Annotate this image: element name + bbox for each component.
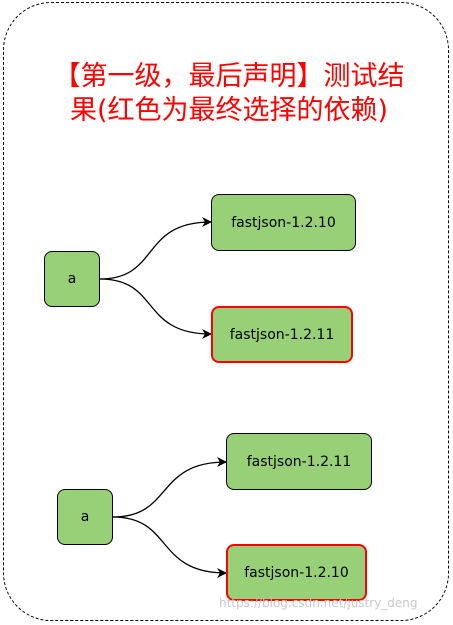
dashed-container	[3, 2, 449, 621]
node-fastjson-1-2-11-top: fastjson-1.2.11	[226, 433, 372, 490]
node-fastjson-1-2-11-selected: fastjson-1.2.11	[211, 306, 353, 363]
node-fastjson-1-2-10-selected: fastjson-1.2.10	[226, 544, 367, 601]
node-a-1: a	[44, 251, 100, 307]
node-fastjson-1-2-10-top: fastjson-1.2.10	[211, 194, 356, 251]
edge-2-top	[112, 457, 227, 518]
edge-2-bottom	[112, 516, 227, 578]
node-a-2: a	[57, 489, 113, 545]
watermark-text: https://blog.csdn.net/justry_deng	[219, 596, 418, 610]
title-line-1: 【第一级，最后声明】测试结	[53, 61, 405, 92]
edge-1-top	[99, 217, 212, 280]
diagram-title: 【第一级，最后声明】测试结 果(红色为最终选择的依赖)	[24, 60, 434, 128]
title-line-2: 果(红色为最终选择的依赖)	[69, 95, 389, 126]
edge-1-bottom	[99, 278, 212, 339]
